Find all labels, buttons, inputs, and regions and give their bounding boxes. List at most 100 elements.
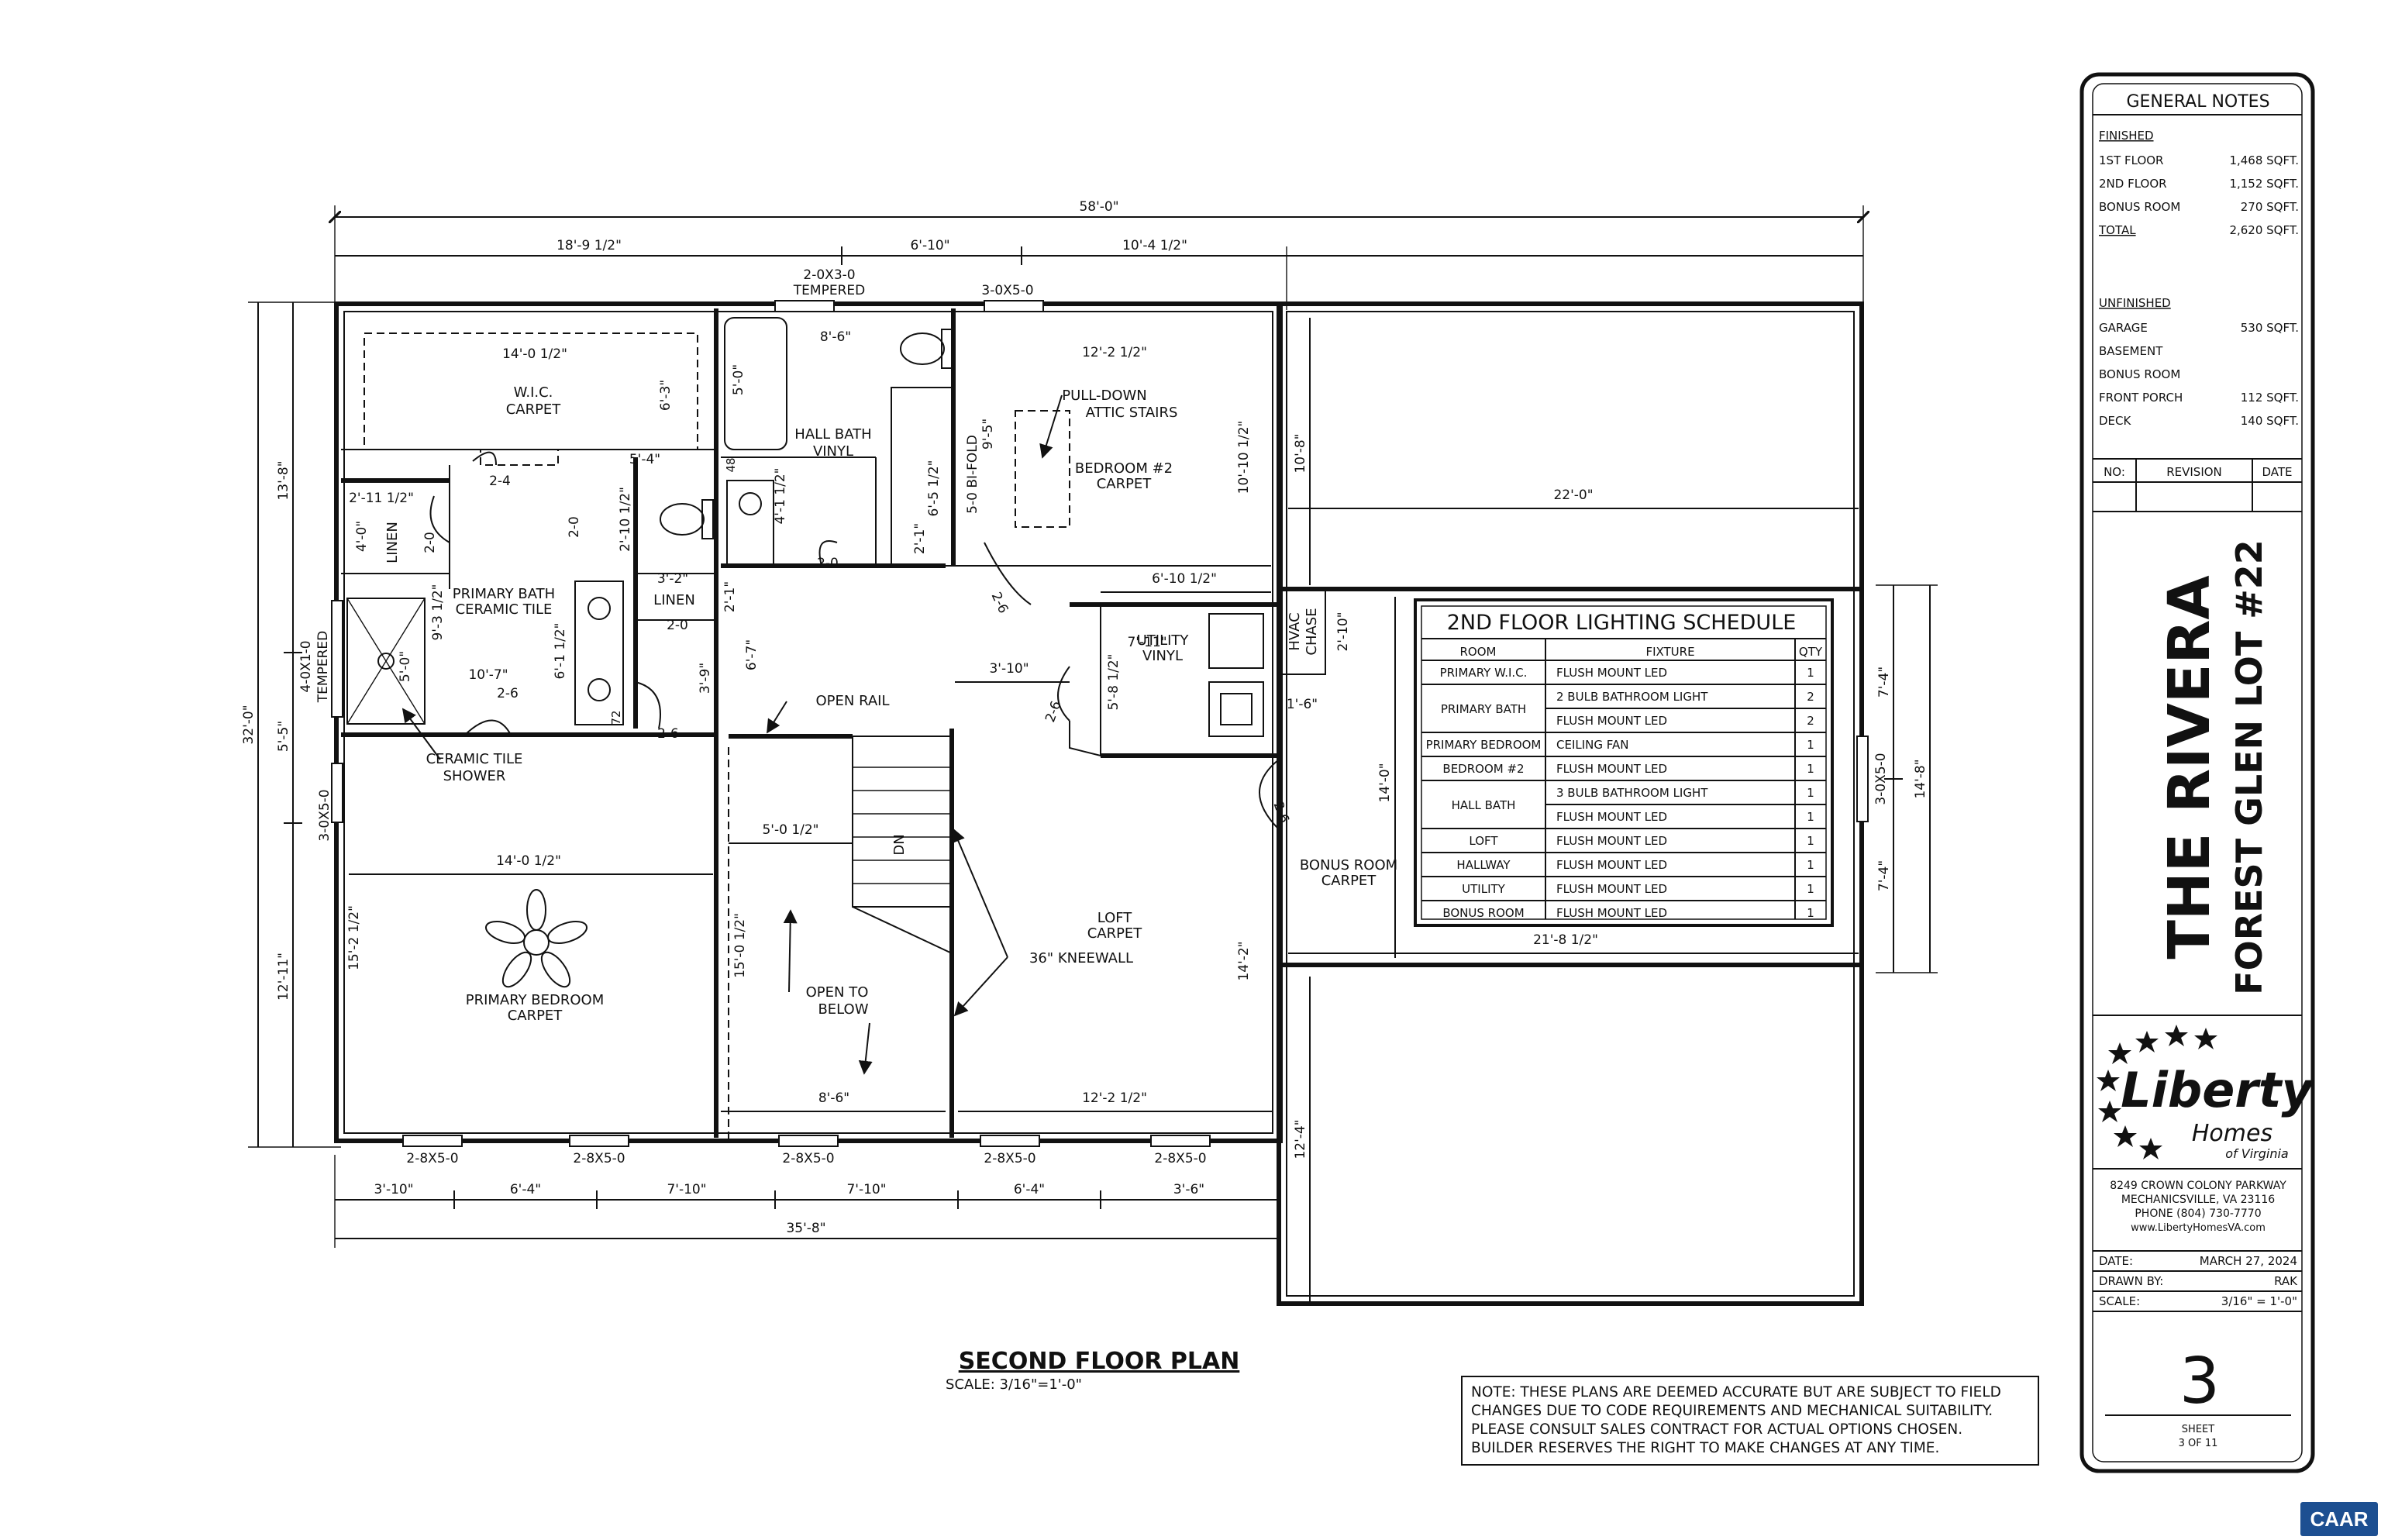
- svg-text:CARPET: CARPET: [1321, 873, 1377, 889]
- svg-text:ROOM: ROOM: [1460, 645, 1497, 659]
- svg-text:8249 CROWN COLONY PARKWAY: 8249 CROWN COLONY PARKWAY: [2110, 1180, 2286, 1192]
- svg-text:2-0: 2-0: [567, 516, 582, 538]
- schedule-title: 2ND FLOOR LIGHTING SCHEDULE: [1447, 611, 1797, 635]
- svg-text:MARCH 27, 2024: MARCH 27, 2024: [2200, 1254, 2297, 1268]
- svg-text:2-8X5-0: 2-8X5-0: [984, 1151, 1035, 1166]
- svg-text:1: 1: [1807, 786, 1814, 800]
- room-hall-bath: HALL BATH: [794, 426, 871, 443]
- svg-text:FLUSH MOUNT LED: FLUSH MOUNT LED: [1556, 858, 1667, 872]
- svg-text:2-6: 2-6: [988, 590, 1011, 616]
- svg-text:3'-9": 3'-9": [698, 663, 713, 694]
- svg-text:RAK: RAK: [2274, 1274, 2298, 1288]
- svg-text:FINISHED: FINISHED: [2099, 129, 2154, 143]
- lot-name: FOREST GLEN LOT #22: [2228, 539, 2270, 995]
- svg-text:6'-4": 6'-4": [1014, 1182, 1045, 1197]
- door-swings: [429, 451, 1280, 830]
- svg-text:15'-2 1/2": 15'-2 1/2": [346, 905, 362, 970]
- sqft-value: 112 SQFT.: [2241, 391, 2299, 405]
- sqft-value: 1,468 SQFT.: [2229, 153, 2299, 167]
- svg-text:6'-5 1/2": 6'-5 1/2": [926, 460, 942, 516]
- svg-text:2 BULB BATHROOM LIGHT: 2 BULB BATHROOM LIGHT: [1556, 690, 1708, 704]
- sqft-label: FRONT PORCH: [2099, 391, 2183, 405]
- closet-rod: [891, 387, 954, 567]
- svg-text:NO:: NO:: [2104, 465, 2125, 479]
- ceiling-fan-icon: [484, 889, 588, 988]
- sqft-label: BASEMENT: [2099, 344, 2163, 358]
- svg-text:1: 1: [1807, 762, 1814, 776]
- svg-text:3'-6": 3'-6": [1173, 1182, 1204, 1197]
- room-loft: LOFT: [1097, 910, 1133, 926]
- svg-text:1: 1: [1807, 882, 1814, 896]
- sqft-label: 2ND FLOOR: [2099, 177, 2167, 191]
- svg-text:8'-6": 8'-6": [820, 329, 851, 345]
- shower-stall: [346, 598, 426, 725]
- wic-shelving: [364, 332, 698, 466]
- room-wic: W.I.C.: [514, 384, 553, 401]
- hvac-chase: HVAC: [1287, 612, 1303, 650]
- svg-text:3-0X5-0: 3-0X5-0: [317, 789, 333, 841]
- svg-text:GENERAL NOTES: GENERAL NOTES: [2126, 92, 2269, 112]
- svg-text:PRIMARY W.I.C.: PRIMARY W.I.C.: [1440, 666, 1528, 680]
- svg-text:MECHANICSVILLE, VA 23116: MECHANICSVILLE, VA 23116: [2121, 1194, 2275, 1206]
- svg-text:DATE:: DATE:: [2099, 1254, 2133, 1268]
- sqft-value: 1,152 SQFT.: [2229, 177, 2299, 191]
- svg-text:Homes: Homes: [2192, 1120, 2272, 1147]
- sqft-label: BONUS ROOM: [2099, 200, 2180, 214]
- svg-text:LOFT: LOFT: [1469, 834, 1498, 848]
- svg-text:TEMPERED: TEMPERED: [315, 631, 331, 703]
- svg-text:2-0: 2-0: [817, 556, 839, 571]
- svg-text:CARPET: CARPET: [508, 1008, 563, 1024]
- svg-text:3-0X5-0: 3-0X5-0: [981, 283, 1033, 298]
- svg-text:3 OF 11: 3 OF 11: [2179, 1438, 2218, 1449]
- window-labels: 2-0X3-0 TEMPERED 3-0X5-0 2-8X5-0 2-8X5-0…: [298, 267, 1889, 1166]
- window-top-1: [774, 300, 835, 312]
- svg-text:PHONE (804) 730-7770: PHONE (804) 730-7770: [2135, 1208, 2261, 1220]
- svg-text:2-4: 2-4: [489, 474, 511, 489]
- vanity-hall: [726, 480, 774, 567]
- svg-text:NOTE: THESE PLANS ARE DEEMED A: NOTE: THESE PLANS ARE DEEMED ACCURATE BU…: [1471, 1384, 2001, 1400]
- toilet-hall: [900, 332, 945, 365]
- svg-text:2'-1": 2'-1": [912, 523, 928, 554]
- lighting-schedule: 2ND FLOOR LIGHTING SCHEDULE ROOM FIXTURE…: [1414, 598, 1834, 927]
- svg-text:18'-9 1/2": 18'-9 1/2": [556, 238, 622, 253]
- disclaimer-note: NOTE: THESE PLANS ARE DEEMED ACCURATE BU…: [1461, 1376, 2039, 1466]
- svg-text:OPEN TO: OPEN TO: [806, 984, 869, 1001]
- svg-text:15'-0 1/2": 15'-0 1/2": [732, 913, 748, 978]
- svg-text:3'-10": 3'-10": [374, 1182, 413, 1197]
- svg-text:2: 2: [1807, 690, 1814, 704]
- svg-text:3'-2": 3'-2": [657, 571, 688, 587]
- svg-text:14'-0 1/2": 14'-0 1/2": [502, 346, 567, 362]
- dryer: [1208, 681, 1264, 737]
- svg-text:5'-8 1/2": 5'-8 1/2": [1106, 653, 1122, 710]
- svg-text:7'-4": 7'-4": [1876, 667, 1892, 698]
- svg-text:VINYL: VINYL: [1142, 648, 1183, 664]
- svg-text:CHASE: CHASE: [1304, 608, 1320, 655]
- liberty-logo: Liberty Homes of Virginia: [2097, 1025, 2314, 1161]
- svg-text:2: 2: [1807, 714, 1814, 728]
- svg-text:36" KNEEWALL: 36" KNEEWALL: [1029, 950, 1133, 966]
- svg-text:BONUS ROOM: BONUS ROOM: [1442, 906, 1524, 920]
- svg-text:HALLWAY: HALLWAY: [1456, 858, 1511, 872]
- svg-text:22'-0": 22'-0": [1553, 487, 1593, 503]
- room-labels: W.I.C. CARPET 14'-0 1/2" 6'-3" 5'-4" HAL…: [346, 329, 1928, 1112]
- svg-text:4'-1 1/2": 4'-1 1/2": [773, 467, 788, 524]
- sqft-label: GARAGE: [2099, 321, 2148, 335]
- svg-text:14'-0 1/2": 14'-0 1/2": [496, 853, 561, 869]
- svg-text:6'-3": 6'-3": [658, 380, 674, 411]
- svg-text:12'-2 1/2": 12'-2 1/2": [1082, 1090, 1147, 1106]
- windows: [331, 300, 1869, 1147]
- svg-text:14'-2": 14'-2": [1236, 941, 1252, 980]
- svg-text:4-0X1-0: 4-0X1-0: [298, 640, 314, 692]
- svg-text:CEILING FAN: CEILING FAN: [1556, 738, 1629, 752]
- sqft-label: BONUS ROOM: [2099, 367, 2180, 381]
- project-name: THE RIVERA: [2156, 575, 2223, 959]
- svg-text:Liberty: Liberty: [2121, 1062, 2314, 1118]
- room-linen: LINEN: [384, 522, 401, 563]
